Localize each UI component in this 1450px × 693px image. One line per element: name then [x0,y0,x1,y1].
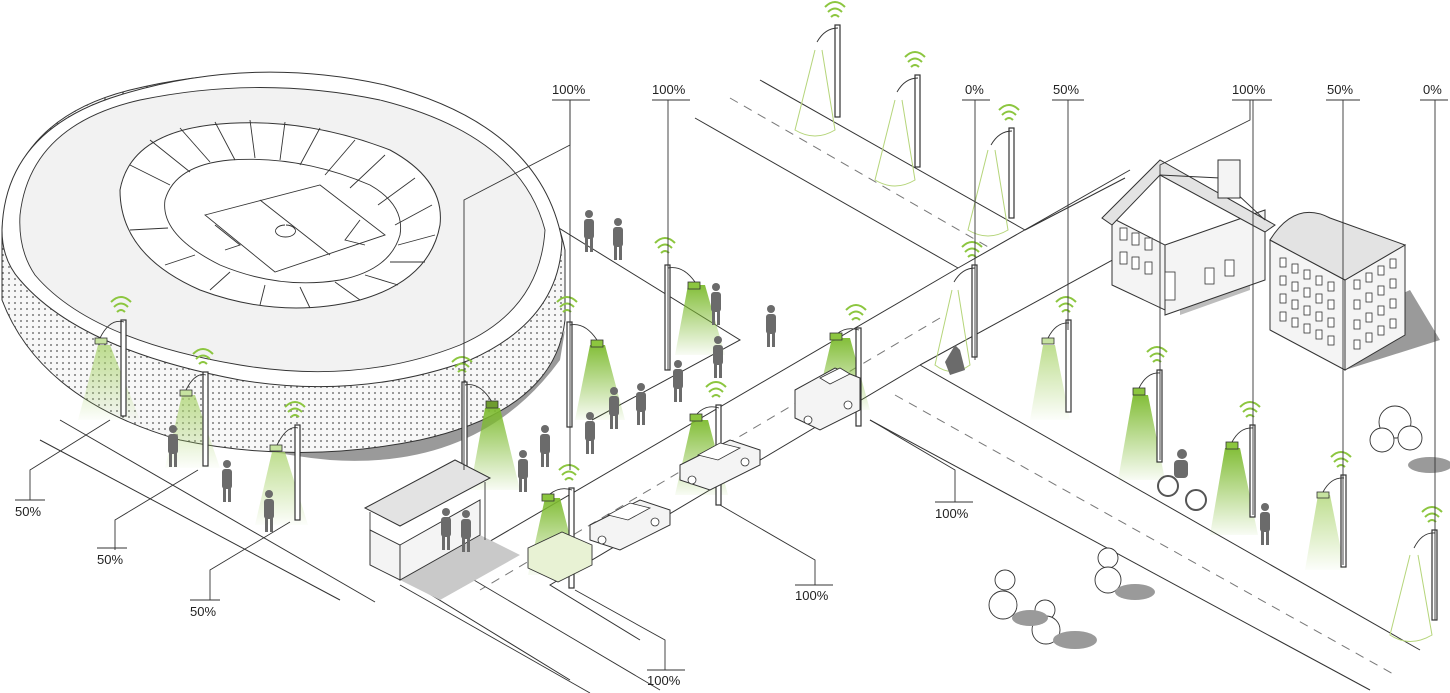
svg-text:100%: 100% [652,82,686,97]
upper-road-lamp-2 [874,51,926,187]
label-street-lamp-2: 100% [795,584,833,603]
svg-text:50%: 50% [1327,82,1353,97]
svg-text:100%: 100% [1232,82,1266,97]
label-stadium-lamp-3: 50% [190,599,220,619]
svg-text:100%: 100% [552,82,586,97]
label-stadium-lamp-1: 50% [15,499,45,519]
bus-stop-lamp [451,356,520,490]
pedestrians [168,210,1270,552]
stadium-lamp-1 [78,296,140,420]
stadium [1,71,566,461]
bus-stop [363,459,520,600]
right-street-lamp-1 [1030,296,1077,420]
house [1101,159,1276,316]
leader-lines [29,100,1436,670]
stadium-lamp-2 [165,348,220,468]
right-street-lamp-3 [1210,401,1261,535]
wifi-icon [705,381,727,398]
wifi-icon [1330,451,1352,468]
label-right-street-lamp-4: 0% [1420,82,1448,101]
label-sidewalk-lamp-1: 100% [552,82,590,101]
upper-road-lamp-3 [967,104,1020,237]
car-1 [589,499,671,551]
svg-text:0%: 0% [1423,82,1442,97]
svg-text:50%: 50% [15,504,41,519]
wifi-icon [961,241,983,258]
upper-road-lamp-1 [794,1,846,137]
wifi-icon [192,348,214,365]
label-street-lamp-1: 100% [647,669,685,688]
wifi-icon [654,237,676,254]
label-right-street-lamp-1: 50% [1052,82,1084,101]
trees [988,405,1450,649]
label-right-street-lamp-3: 50% [1326,82,1360,101]
right-street-lamp-4 [1305,451,1352,570]
percent-labels: 50% 50% 50% 100% 100% 100% 100% 100% [15,82,1448,688]
wifi-icon [845,304,867,321]
svg-text:50%: 50% [1053,82,1079,97]
wifi-icon [558,464,580,481]
svg-text:0%: 0% [965,82,984,97]
svg-text:50%: 50% [97,552,123,567]
svg-text:50%: 50% [190,604,216,619]
label-upper-road-lamp: 0% [962,82,990,101]
wifi-icon [904,51,926,68]
wifi-icon [998,104,1020,121]
label-sidewalk-lamp-2: 100% [652,82,690,101]
cart [527,531,593,583]
svg-text:100%: 100% [935,506,969,521]
wifi-icon [1055,296,1077,313]
right-street-lamp-5 [1389,506,1443,642]
wifi-icon [1146,346,1168,363]
svg-text:100%: 100% [647,673,681,688]
delivery-truck [794,367,861,431]
label-right-street-lamp-2: 100% [1232,82,1272,101]
wifi-icon [451,356,473,373]
wifi-icon [110,296,132,313]
apartment-building [1269,211,1440,371]
right-street-lamp-2 [1118,346,1168,480]
wifi-icon [1239,401,1261,418]
svg-text:100%: 100% [795,588,829,603]
wifi-icon [824,1,846,18]
label-stadium-lamp-2: 50% [97,547,127,567]
label-intersection-lamp: 100% [935,501,973,521]
sidewalk-lamp-2 [654,237,725,371]
car-2 [679,439,761,491]
wifi-icon [284,401,306,418]
wifi-icon [1421,506,1443,523]
